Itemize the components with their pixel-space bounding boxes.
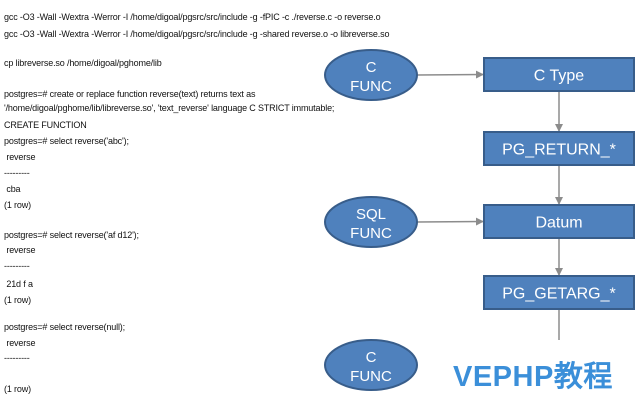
ellipse-sql-func-line1: SQL xyxy=(356,206,386,223)
code-line: 21d f a xyxy=(4,279,33,289)
box-c-type xyxy=(483,57,635,92)
code-line: --------- xyxy=(4,261,30,271)
code-line: '/home/digoal/pghome/lib/libreverse.so',… xyxy=(4,103,335,113)
ellipse-c-func-bottom xyxy=(324,339,418,391)
box-pg-return-label: PG_RETURN_* xyxy=(502,142,616,159)
box-datum-label: Datum xyxy=(535,215,582,232)
arrows xyxy=(416,70,563,340)
function-ellipses: C FUNC SQL FUNC C FUNC xyxy=(324,49,418,391)
ellipse-c-func-top xyxy=(324,49,418,101)
code-line: postgres=# select reverse('abc'); xyxy=(4,136,129,146)
ellipse-sql-func-line2: FUNC xyxy=(350,225,392,242)
code-line: cba xyxy=(4,184,21,194)
ellipse-c-func-bottom-line2: FUNC xyxy=(350,368,392,385)
code-line: postgres=# select reverse(null); xyxy=(4,322,126,332)
code-line: reverse xyxy=(4,338,36,348)
ellipse-sql-func xyxy=(324,196,418,248)
ellipse-c-func-top-line1: C xyxy=(366,59,377,76)
code-line: CREATE FUNCTION xyxy=(4,120,87,130)
code-line: gcc -O3 -Wall -Wextra -Werror -I /home/d… xyxy=(4,29,390,39)
code-line: --------- xyxy=(4,353,30,363)
ellipse-c-func-bottom-line1: C xyxy=(366,349,377,366)
arrow-ellipse-to-box xyxy=(416,70,484,79)
code-listing: gcc -O3 -Wall -Wextra -Werror -I /home/d… xyxy=(4,12,389,394)
watermark-logo: VEPHP教程 xyxy=(453,361,613,393)
box-c-type-label: C Type xyxy=(534,68,585,85)
arrow-ellipse-to-box xyxy=(416,217,484,226)
code-line: reverse xyxy=(4,152,36,162)
ellipse-c-func-top-line2: FUNC xyxy=(350,78,392,95)
code-line: gcc -O3 -Wall -Wextra -Werror -I /home/d… xyxy=(4,12,381,22)
code-line: postgres=# select reverse('af d12'); xyxy=(4,230,139,240)
box-pg-return xyxy=(483,131,635,166)
code-line: postgres=# create or replace function re… xyxy=(4,89,256,99)
code-line: --------- xyxy=(4,168,30,178)
code-line: (1 row) xyxy=(4,200,31,210)
code-line: (1 row) xyxy=(4,295,31,305)
box-datum xyxy=(483,204,635,239)
code-line: cp libreverse.so /home/digoal/pghome/lib xyxy=(4,58,162,68)
box-pg-getarg-label: PG_GETARG_* xyxy=(502,286,616,303)
box-pg-getarg xyxy=(483,275,635,310)
code-line: (1 row) xyxy=(4,384,31,394)
code-line: reverse xyxy=(4,245,36,255)
